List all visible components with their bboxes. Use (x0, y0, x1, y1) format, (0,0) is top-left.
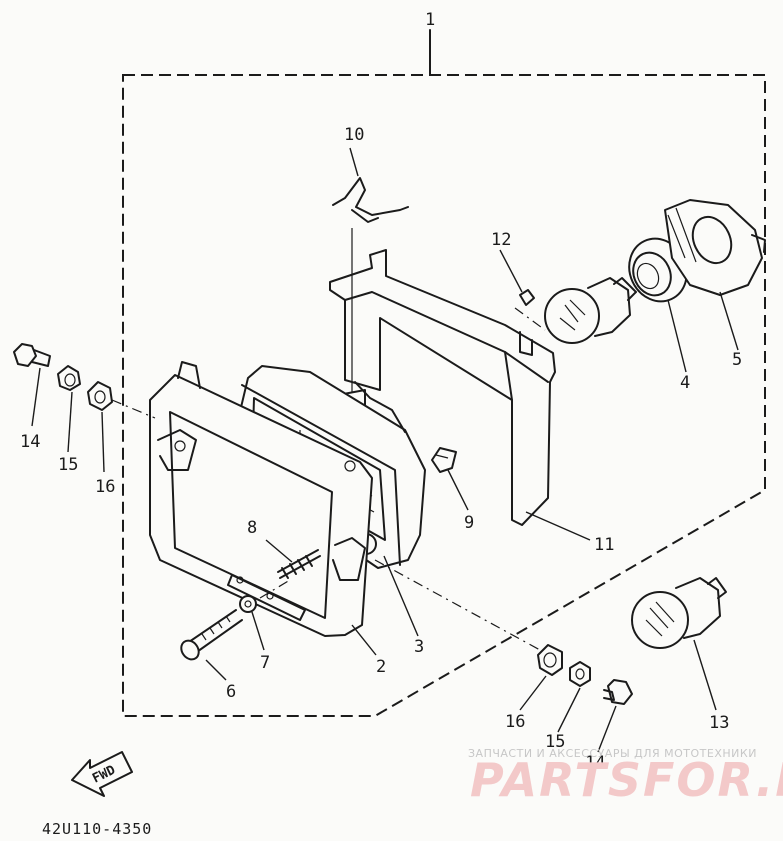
forward-direction-arrow: FWD (71, 751, 133, 797)
callout-labels: 1 10 12 5 4 11 9 8 3 2 7 6 14 15 16 16 1… (20, 10, 742, 773)
callout-1: 1 (425, 10, 435, 30)
part-2-headlight-rim (149, 361, 373, 637)
callout-15-left: 15 (58, 455, 78, 475)
callout-7: 7 (260, 653, 270, 673)
part-16-grommet-left (87, 381, 156, 419)
leader-lines (31, 147, 739, 753)
part-9-clip (431, 447, 457, 473)
watermark: ЗАПЧАСТИ И АКСЕССУАРЫ ДЛЯ МОТОТЕХНИКИ PA… (468, 747, 783, 807)
part-13-bulb (631, 577, 727, 649)
headlight-bulb (544, 277, 637, 344)
callout-10: 10 (344, 125, 364, 145)
part-14-bolt-right (603, 679, 633, 705)
callout-5: 5 (732, 350, 742, 370)
callout-13: 13 (709, 713, 729, 733)
part-10-spring-clip (332, 177, 409, 392)
callout-6: 6 (226, 682, 236, 702)
callout-11: 11 (594, 535, 614, 555)
part-6-adjusting-screw (180, 579, 291, 661)
callout-12: 12 (491, 230, 511, 250)
callout-16-left: 16 (95, 477, 115, 497)
drawing-code: 42U110-4350 (42, 820, 152, 838)
part-15-collar-right (569, 661, 591, 687)
callout-14-left: 14 (20, 432, 40, 452)
watermark-tagline: ЗАПЧАСТИ И АКСЕССУАРЫ ДЛЯ МОТОТЕХНИКИ (468, 747, 757, 760)
callout-8: 8 (247, 518, 257, 538)
part-12-screw (514, 289, 546, 331)
assembly-boundary (122, 29, 766, 717)
part-15-collar-left (57, 365, 81, 391)
callout-15-right: 15 (545, 732, 565, 752)
watermark-logo: PARTSFOR.RU (470, 753, 783, 807)
callout-16-right: 16 (505, 712, 525, 732)
callout-4: 4 (680, 373, 690, 393)
part-16-grommet-right (374, 559, 563, 676)
part-7-nut (239, 595, 257, 613)
callout-9: 9 (464, 513, 474, 533)
callout-14-right: 14 (585, 753, 605, 773)
part-8-adjusting-spring (277, 549, 321, 579)
callout-2: 2 (376, 657, 386, 677)
part-5-bulb-cover (664, 199, 766, 296)
callout-3: 3 (414, 637, 424, 657)
part-14-bolt-left (13, 343, 51, 367)
